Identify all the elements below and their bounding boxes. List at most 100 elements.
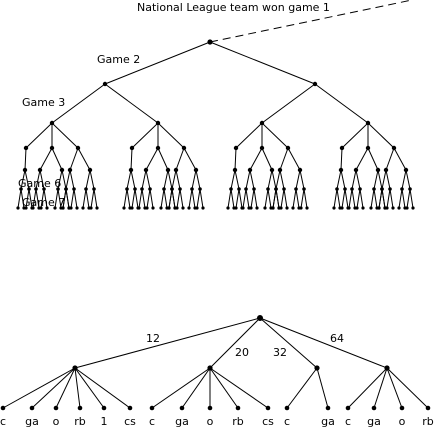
tree-node	[181, 145, 187, 151]
tree-edge	[279, 169, 285, 190]
tree-edge	[179, 188, 184, 209]
tree-edge	[176, 188, 181, 209]
tree-node	[375, 167, 381, 173]
tree-edge	[286, 367, 318, 409]
tree-node	[377, 206, 381, 210]
tree-node	[279, 206, 283, 210]
tree-node	[77, 405, 83, 411]
tree-node	[201, 206, 205, 210]
tree-edge	[149, 188, 154, 209]
tree-edge	[151, 367, 211, 409]
tree-node	[249, 206, 253, 210]
tree-node	[282, 187, 286, 191]
outcome-label-g3-0: c	[345, 415, 351, 428]
tree-node	[380, 187, 384, 191]
tree-edge	[126, 188, 131, 209]
tree-edge	[245, 169, 251, 190]
tree-node	[145, 206, 149, 210]
tree-edge	[373, 169, 379, 190]
tree-node	[235, 405, 241, 411]
tree-edge	[57, 188, 62, 209]
game-3-label: Game 3	[22, 96, 65, 109]
tree-node	[291, 206, 295, 210]
tree-edge	[145, 147, 159, 171]
tree-edge	[409, 188, 414, 209]
tree-node	[130, 206, 134, 210]
tree-node	[255, 206, 259, 210]
tree-edge	[157, 122, 185, 149]
tree-edge	[57, 169, 63, 190]
outcome-label-g1-3: rb	[232, 415, 244, 428]
tree-node	[361, 206, 365, 210]
tree-edge	[191, 169, 197, 190]
tree-node	[22, 167, 28, 173]
tree-node	[198, 187, 202, 191]
tree-node	[234, 206, 238, 210]
tree-node	[148, 187, 152, 191]
tree-node	[335, 187, 339, 191]
tree-edge	[271, 169, 277, 190]
tree-node	[314, 365, 320, 371]
tree-edge	[168, 188, 173, 209]
tree-node	[277, 167, 283, 173]
outcome-label-g2-1: ga	[321, 415, 335, 428]
tree-node	[365, 120, 371, 126]
tree-node	[125, 187, 129, 191]
tree-edge	[314, 83, 369, 124]
tree-edge	[377, 169, 383, 190]
tree-node	[226, 206, 230, 210]
tree-edge	[264, 188, 269, 209]
tree-node	[155, 120, 161, 126]
tree-node	[190, 187, 194, 191]
tree-edge	[74, 367, 81, 409]
tree-node	[399, 405, 405, 411]
tree-node	[69, 206, 73, 210]
tree-node	[388, 187, 392, 191]
tree-edge	[183, 147, 197, 171]
tree-edge	[134, 188, 139, 209]
tree-node	[178, 187, 182, 191]
tree-edge	[2, 367, 76, 409]
tree-edge	[74, 317, 261, 369]
tree-node	[64, 187, 68, 191]
tree-node	[49, 120, 55, 126]
tree-edge	[35, 169, 41, 190]
outcome-label-g3-2: o	[399, 415, 406, 428]
tree-node	[127, 405, 133, 411]
tree-node	[75, 206, 79, 210]
tree-node	[312, 81, 318, 87]
tree-edge	[275, 169, 281, 190]
tree-edge	[74, 367, 105, 409]
tree-edge	[171, 188, 176, 209]
tree-edge	[195, 169, 201, 190]
tree-node	[266, 187, 270, 191]
tree-edge	[43, 188, 48, 209]
tree-edge	[398, 188, 403, 209]
tree-node	[24, 206, 28, 210]
tree-node	[37, 167, 43, 173]
tree-edge	[348, 188, 353, 209]
tree-edge	[249, 169, 255, 190]
tree-node	[299, 206, 303, 210]
tree-edge	[249, 147, 263, 171]
tree-edge	[355, 169, 361, 190]
tree-edge	[386, 188, 391, 209]
tree-node	[411, 206, 415, 210]
tree-edge	[267, 169, 273, 190]
tree-edge	[351, 188, 356, 209]
tree-edge	[51, 122, 79, 149]
tree-edge	[259, 317, 388, 369]
tree-node	[385, 206, 389, 210]
tree-edge	[196, 188, 201, 209]
tree-node	[257, 315, 263, 321]
tree-node	[259, 145, 265, 151]
outcome-label-g1-4: cs	[262, 415, 274, 428]
outcome-label-g0-1: ga	[25, 415, 39, 428]
tree-node	[181, 206, 185, 210]
tree-node	[31, 206, 35, 210]
tree-edge	[303, 188, 308, 209]
tree-edge	[393, 147, 407, 171]
outcome-label-g2-0: c	[284, 415, 290, 428]
tree-edge	[171, 169, 177, 190]
tree-node	[75, 145, 81, 151]
